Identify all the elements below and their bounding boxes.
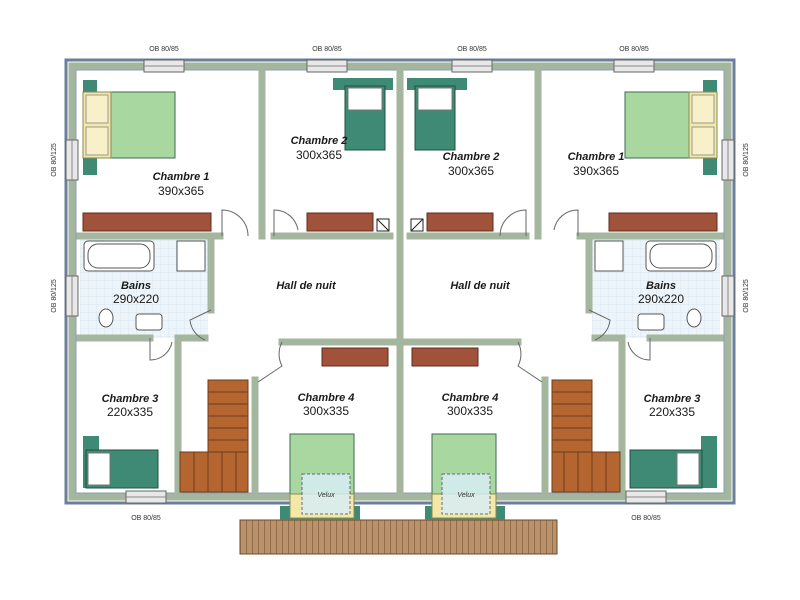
bed-chambre1-left: [82, 80, 176, 175]
bed-chambre3-left: [83, 436, 159, 489]
window-label: OB 80/125: [51, 279, 58, 313]
terrace: [239, 519, 558, 555]
room-dim-chambre2-left: 300x365: [296, 148, 342, 162]
room-name-chambre2-right: Chambre 2: [443, 151, 500, 163]
velux-label-right: Velux: [457, 492, 475, 499]
hall-label-left: Hall de nuit: [276, 280, 337, 292]
bed-chambre3-right: [629, 436, 717, 489]
bed-chambre2-right: [407, 78, 467, 151]
room-name-bains-left: Bains: [121, 280, 151, 292]
room-name-chambre4-left: Chambre 4: [298, 392, 355, 404]
window-label: OB 80/85: [312, 46, 342, 53]
window-label: OB 80/125: [743, 143, 750, 177]
room-dim-bains-right: 290x220: [638, 292, 684, 306]
staircase-left: [179, 379, 249, 493]
room-dim-chambre3-right: 220x335: [649, 405, 695, 419]
room-dim-chambre2-right: 300x365: [448, 164, 494, 178]
bed-chambre4-right: [425, 433, 505, 520]
window-label: OB 80/85: [457, 46, 487, 53]
window-label: OB 80/85: [619, 46, 649, 53]
window-label: OB 80/85: [631, 515, 661, 522]
hall-label-right: Hall de nuit: [450, 280, 511, 292]
room-name-chambre1-left: Chambre 1: [153, 171, 210, 183]
window-label: OB 80/125: [51, 143, 58, 177]
room-dim-chambre4-right: 300x335: [447, 404, 493, 418]
room-dim-chambre3-left: 220x335: [107, 405, 153, 419]
bathroom-fixtures-right: [594, 240, 717, 331]
velux-label-left: Velux: [317, 492, 335, 499]
room-name-chambre1-right: Chambre 1: [568, 151, 625, 163]
window-label: OB 80/85: [149, 46, 179, 53]
room-dim-chambre4-left: 300x335: [303, 404, 349, 418]
room-dim-chambre1-right: 390x365: [573, 164, 619, 178]
room-dim-chambre1-left: 390x365: [158, 184, 204, 198]
bathroom-fixtures-left: [83, 240, 206, 331]
wardrobes: [82, 212, 718, 367]
room-name-chambre3-right: Chambre 3: [644, 393, 701, 405]
room-name-chambre2-left: Chambre 2: [291, 135, 348, 147]
interior-walls: [76, 66, 724, 497]
room-name-bains-right: Bains: [646, 280, 676, 292]
bed-chambre1-right: [624, 80, 718, 175]
doors: [149, 209, 651, 383]
window-label: OB 80/125: [743, 279, 750, 313]
room-name-chambre4-right: Chambre 4: [442, 392, 499, 404]
window-label: OB 80/85: [131, 515, 161, 522]
ducts: [376, 218, 424, 232]
bed-chambre2-left: [333, 78, 393, 151]
room-name-chambre3-left: Chambre 3: [102, 393, 159, 405]
staircase-right: [551, 379, 621, 493]
room-dim-bains-left: 290x220: [113, 292, 159, 306]
bed-chambre4-left: [280, 433, 360, 520]
